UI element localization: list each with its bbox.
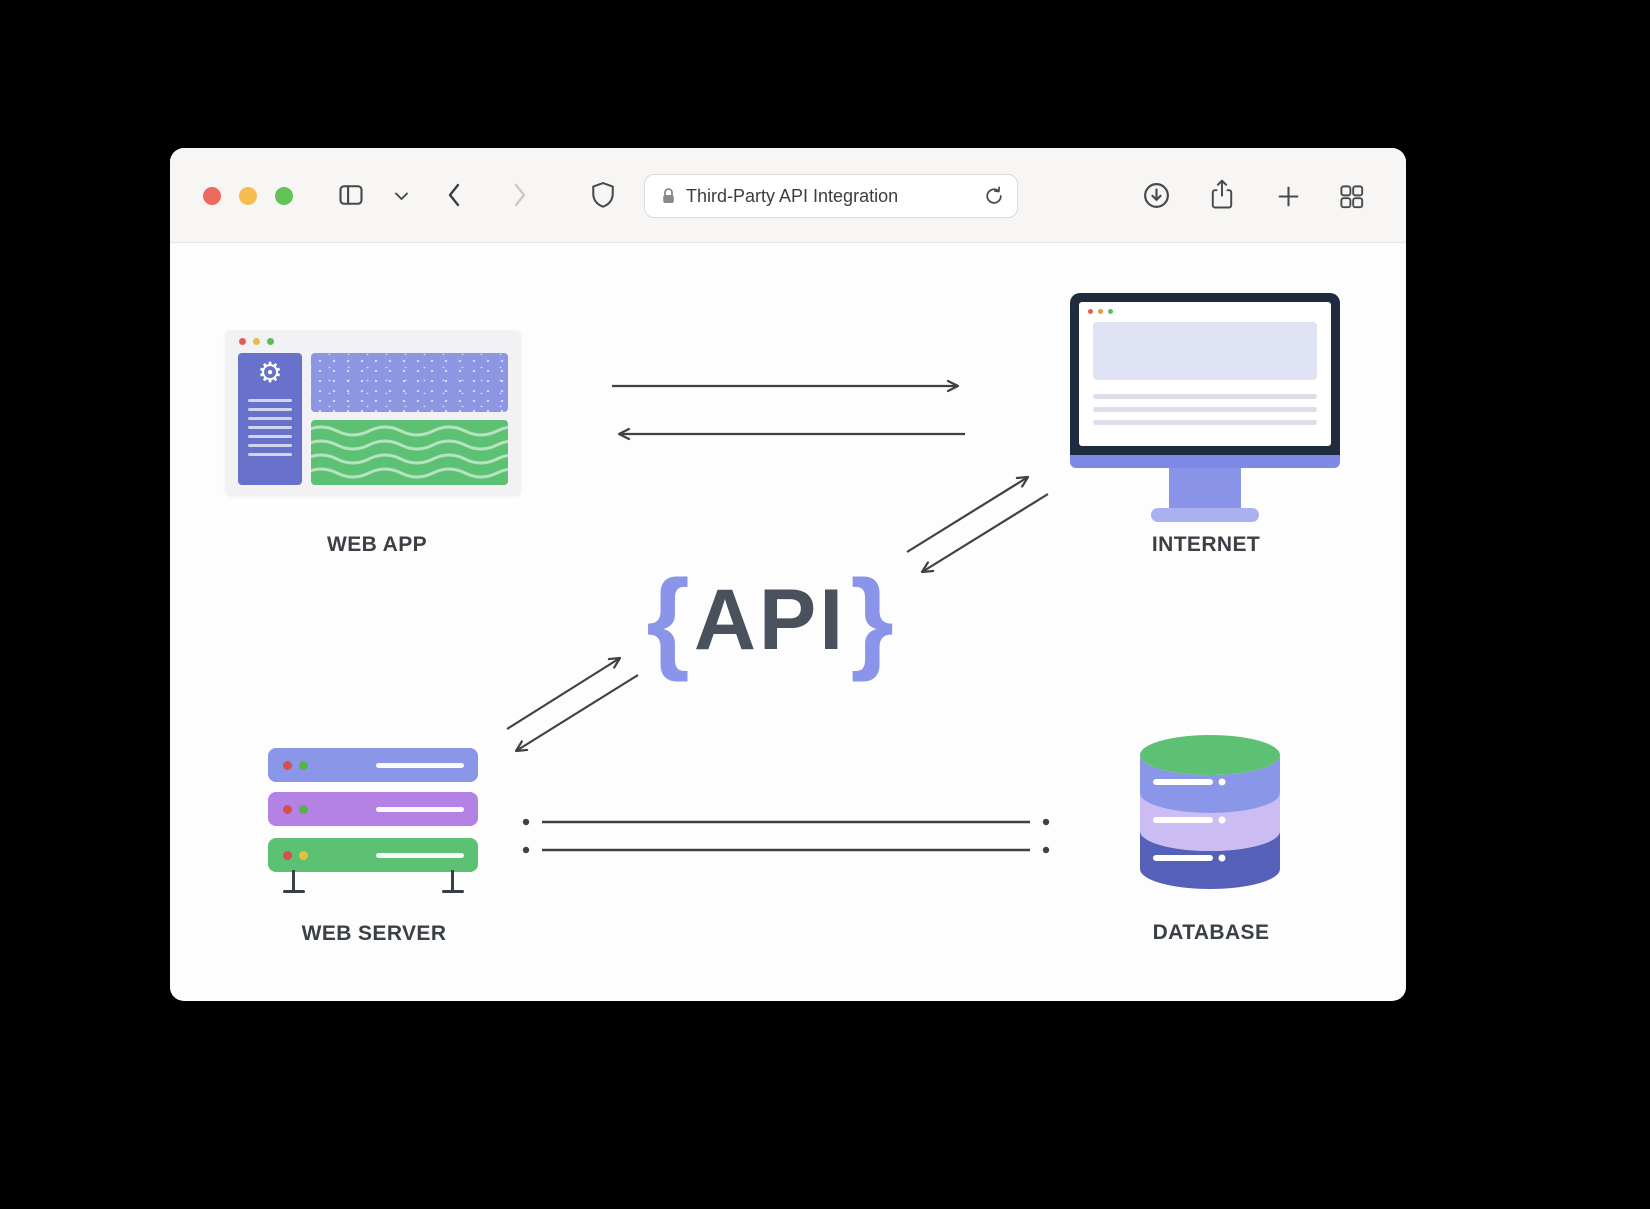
- server-leg: [451, 870, 454, 892]
- privacy-report-button[interactable]: [590, 180, 616, 210]
- plus-icon: [1278, 186, 1299, 207]
- wave-pattern: [311, 425, 508, 479]
- web-app-label: WEB APP: [326, 533, 428, 556]
- downloads-button[interactable]: [1142, 181, 1171, 210]
- server-rack-unit: [268, 748, 478, 782]
- database-label: DATABASE: [1152, 921, 1270, 944]
- browser-toolbar: Third-Party API Integration: [170, 148, 1406, 243]
- sidebar-icon: [339, 185, 363, 205]
- text-line: [248, 417, 292, 420]
- shield-icon: [592, 182, 614, 208]
- page-title: Third-Party API Integration: [686, 185, 899, 206]
- minimize-window-button[interactable]: [239, 187, 257, 205]
- web-server-illustration: [268, 748, 478, 898]
- text-line: [1093, 407, 1317, 412]
- connector-server-database: [522, 818, 1050, 854]
- arrow-server-to-api: [506, 656, 622, 730]
- server-rack-unit: [268, 838, 478, 872]
- text-line: [248, 453, 292, 456]
- server-slot: [376, 806, 464, 812]
- monitor-stand: [1169, 468, 1241, 508]
- reload-icon: [986, 186, 1002, 204]
- monitor-base: [1151, 508, 1259, 522]
- text-line: [248, 435, 292, 438]
- monitor-chin: [1070, 455, 1340, 468]
- web-server-label: WEB SERVER: [301, 922, 447, 945]
- window-dot-green: [267, 338, 274, 345]
- server-led-green: [299, 760, 308, 770]
- server-led-green: [299, 804, 308, 814]
- screen-content-block: [1093, 322, 1317, 380]
- arrow-api-to-internet: [906, 475, 1030, 553]
- page-content: ⚙: [170, 243, 1406, 1000]
- monitor-screen: [1079, 302, 1331, 446]
- arrow-internet-to-api: [920, 493, 1049, 574]
- web-app-illustration: ⚙: [225, 330, 521, 496]
- server-led-red: [283, 760, 292, 770]
- server-foot: [441, 890, 464, 893]
- text-line: [248, 399, 292, 402]
- server-led-yellow: [299, 850, 308, 860]
- db-highlight-dots: [1218, 778, 1226, 862]
- reload-button[interactable]: [983, 185, 1005, 207]
- webapp-sidebar-panel: ⚙: [238, 353, 302, 485]
- server-slot: [376, 762, 464, 768]
- text-line: [1093, 420, 1317, 425]
- monitor-frame: [1070, 293, 1340, 455]
- db-top-cap: [1140, 735, 1280, 775]
- back-icon: [448, 183, 460, 207]
- server-foot: [282, 890, 305, 893]
- window-dot-orange: [1098, 309, 1103, 314]
- share-button[interactable]: [1209, 178, 1235, 211]
- tab-overview-icon: [1340, 185, 1364, 209]
- text-line: [248, 408, 292, 411]
- browser-window: Third-Party API Integration: [170, 148, 1406, 1001]
- window-dot-red: [1088, 309, 1093, 314]
- text-line: [248, 426, 292, 429]
- server-slot: [376, 852, 464, 858]
- zoom-window-button[interactable]: [275, 187, 293, 205]
- new-tab-button[interactable]: [1276, 184, 1301, 209]
- api-node: { API }: [605, 561, 935, 679]
- database-illustration: [1140, 735, 1280, 889]
- server-rack-unit: [268, 792, 478, 826]
- window-dot-red: [239, 338, 246, 345]
- db-highlights: [1153, 779, 1213, 861]
- download-icon: [1144, 183, 1169, 208]
- forward-icon: [514, 183, 526, 207]
- server-leg: [292, 870, 295, 892]
- forward-button[interactable]: [512, 182, 528, 208]
- address-bar[interactable]: Third-Party API Integration: [644, 174, 1018, 218]
- text-line: [248, 444, 292, 447]
- tab-overview-button[interactable]: [1338, 183, 1365, 210]
- window-dot-green: [1108, 309, 1113, 314]
- server-led-red: [283, 850, 292, 860]
- server-led-red: [283, 804, 292, 814]
- lock-icon: [663, 188, 674, 203]
- webapp-chart-block: [311, 420, 508, 485]
- chevron-down-icon: [395, 192, 408, 200]
- internet-illustration: [1070, 293, 1340, 522]
- share-icon: [1211, 179, 1233, 209]
- window-dot-yellow: [253, 338, 260, 345]
- webapp-hero-block: [311, 353, 508, 412]
- sidebar-menu-button[interactable]: [394, 191, 409, 201]
- api-label: API: [693, 572, 847, 668]
- text-line: [1093, 394, 1317, 399]
- arrow-api-to-server: [514, 674, 639, 753]
- gear-icon: ⚙: [257, 357, 283, 388]
- api-close-brace: }: [850, 557, 894, 682]
- internet-label: INTERNET: [1151, 533, 1261, 556]
- sidebar-toggle-button[interactable]: [336, 181, 366, 209]
- close-window-button[interactable]: [203, 187, 221, 205]
- api-open-brace: {: [646, 557, 690, 682]
- back-button[interactable]: [446, 182, 462, 208]
